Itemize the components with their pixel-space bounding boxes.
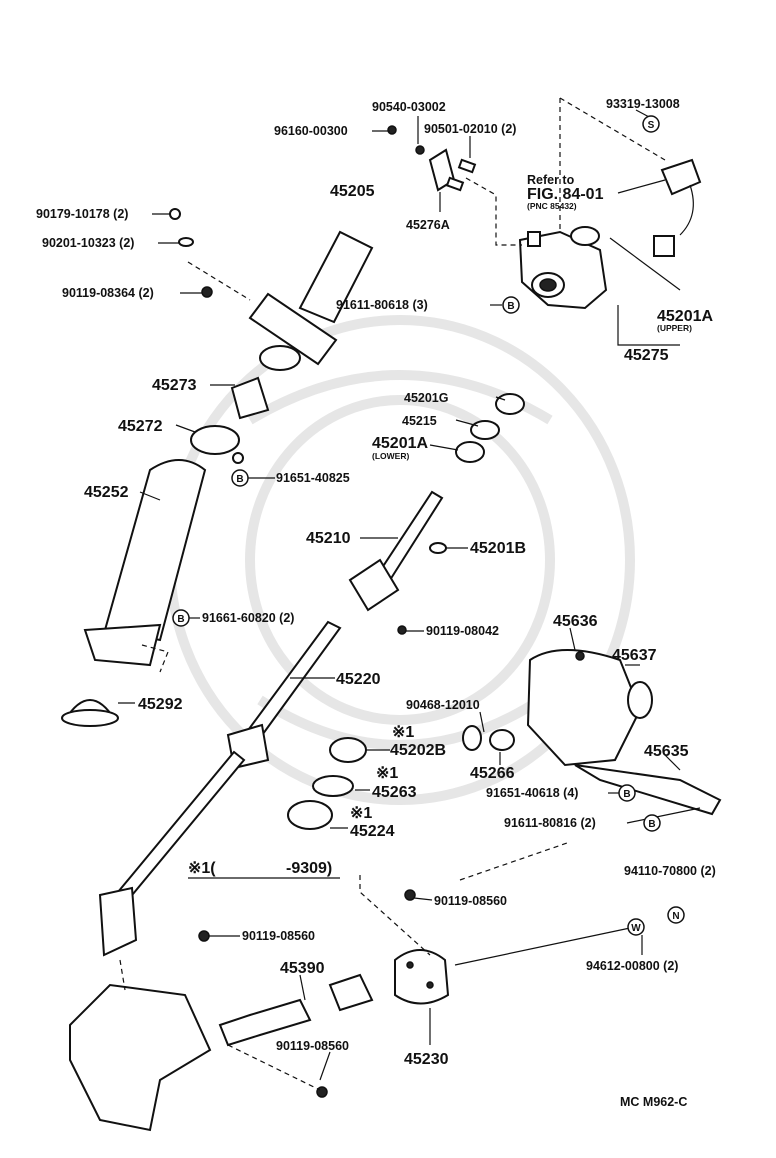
label-45215: 45215 bbox=[402, 414, 437, 428]
symbol-n-94110: N bbox=[667, 906, 685, 924]
label-45273: 45273 bbox=[152, 377, 197, 394]
part-drawing-45230-flange bbox=[394, 889, 450, 1005]
part-drawing-45276A-plate bbox=[387, 125, 477, 192]
label-94110-70800: 94110-70800 (2) bbox=[624, 864, 716, 878]
label-note-star: ※1( bbox=[188, 860, 216, 877]
label-45230: 45230 bbox=[404, 1051, 449, 1068]
part-drawing-gearbox-outline bbox=[69, 983, 212, 1132]
label-upper-note: (UPPER) bbox=[657, 323, 692, 333]
label-lower-note: (LOWER) bbox=[372, 451, 409, 461]
symbol-w-94612: W bbox=[627, 918, 645, 936]
label-refer-to: Refer to bbox=[527, 173, 575, 187]
symbol-s-93319: S bbox=[642, 115, 660, 133]
symbol-b-91611-80816: B bbox=[643, 814, 661, 832]
part-drawing-45292-boot bbox=[61, 699, 119, 727]
part-drawing-seals bbox=[287, 725, 515, 830]
label-45390: 45390 bbox=[280, 960, 325, 977]
label-pnc-85432: (PNC 85432) bbox=[527, 201, 577, 211]
part-drawing-45637-housing bbox=[526, 649, 722, 816]
label-45272: 45272 bbox=[118, 418, 163, 435]
label-45637: 45637 bbox=[612, 647, 657, 664]
label-star1-a: ※1 bbox=[392, 724, 414, 741]
circled-symbols: S B B B B B N W bbox=[172, 115, 685, 936]
part-drawing-45220-intermediate-shaft bbox=[98, 620, 342, 957]
label-90501-02010: 90501-02010 (2) bbox=[424, 122, 516, 136]
part-drawing-45252-column-cover bbox=[83, 459, 207, 667]
svg-text:B: B bbox=[648, 819, 655, 830]
label-45224: 45224 bbox=[350, 823, 395, 840]
svg-text:B: B bbox=[236, 474, 243, 485]
label-90119-08364: 90119-08364 (2) bbox=[62, 286, 154, 300]
symbol-b-91611-80618: B bbox=[502, 296, 520, 314]
label-45263: 45263 bbox=[372, 784, 417, 801]
svg-text:N: N bbox=[672, 911, 679, 922]
label-note-range: -9309) bbox=[286, 860, 332, 877]
label-star1-c: ※1 bbox=[350, 805, 372, 822]
svg-text:B: B bbox=[623, 789, 630, 800]
label-45266: 45266 bbox=[470, 765, 515, 782]
label-91651-40618: 91651-40618 (4) bbox=[486, 786, 578, 800]
part-drawing-45205-column-tube bbox=[169, 208, 374, 371]
part-drawing-45210-main-shaft bbox=[348, 490, 444, 635]
label-45635: 45635 bbox=[644, 743, 689, 760]
label-96160-00300: 96160-00300 bbox=[274, 124, 348, 138]
label-45636: 45636 bbox=[553, 613, 598, 630]
part-labels: 93319-13008 90540-03002 96160-00300 9050… bbox=[36, 97, 716, 1109]
svg-text:B: B bbox=[177, 614, 184, 625]
part-drawing-45272-clamp bbox=[190, 425, 244, 464]
label-45201a-upper: 45201A bbox=[657, 308, 713, 325]
label-45205: 45205 bbox=[330, 183, 375, 200]
label-91651-40825: 91651-40825 bbox=[276, 471, 350, 485]
label-45202b: 45202B bbox=[390, 742, 446, 759]
svg-text:S: S bbox=[648, 120, 655, 131]
symbol-b-91651-40618: B bbox=[618, 784, 636, 802]
label-91661-60820: 91661-60820 (2) bbox=[202, 611, 294, 625]
label-90201-10323: 90201-10323 (2) bbox=[42, 236, 134, 250]
label-90119-08560-c: 90119-08560 bbox=[276, 1039, 349, 1053]
symbol-b-91661-60820: B bbox=[172, 609, 190, 627]
leader-lines bbox=[118, 109, 701, 1081]
label-90119-08560-a: 90119-08560 bbox=[434, 894, 507, 908]
label-45210: 45210 bbox=[306, 530, 351, 547]
label-45201g: 45201G bbox=[404, 391, 448, 405]
label-45201a-lower: 45201A bbox=[372, 435, 428, 452]
label-star1-b: ※1 bbox=[376, 765, 398, 782]
label-91611-80816: 91611-80816 (2) bbox=[504, 816, 596, 830]
label-45220: 45220 bbox=[336, 671, 381, 688]
label-45292: 45292 bbox=[138, 696, 183, 713]
label-91611-80618: 91611-80618 (3) bbox=[336, 298, 428, 312]
label-45201b: 45201B bbox=[470, 540, 526, 557]
label-93319-13008: 93319-13008 bbox=[606, 97, 680, 111]
label-footer-code: MC M962-C bbox=[620, 1095, 687, 1109]
label-90119-08042: 90119-08042 bbox=[426, 624, 499, 638]
part-drawing-45273-bracket bbox=[230, 376, 270, 420]
dashed-reference-lines bbox=[119, 97, 666, 1091]
label-45276a: 45276A bbox=[406, 218, 450, 232]
label-45252: 45252 bbox=[84, 484, 129, 501]
symbol-b-91651-40825: B bbox=[231, 469, 249, 487]
label-90468-12010: 90468-12010 bbox=[406, 698, 480, 712]
label-90179-10178: 90179-10178 (2) bbox=[36, 207, 128, 221]
label-90119-08560-b: 90119-08560 bbox=[242, 929, 315, 943]
svg-text:W: W bbox=[631, 923, 641, 934]
label-90540-03002: 90540-03002 bbox=[372, 100, 446, 114]
label-45275: 45275 bbox=[624, 347, 669, 364]
part-drawing-93319-switch bbox=[643, 116, 702, 257]
svg-text:B: B bbox=[507, 301, 514, 312]
label-fig-84-01: FIG. 84-01 bbox=[527, 186, 604, 203]
part-drawing-45275-housing bbox=[518, 226, 608, 310]
label-94612-00800: 94612-00800 (2) bbox=[586, 959, 678, 973]
